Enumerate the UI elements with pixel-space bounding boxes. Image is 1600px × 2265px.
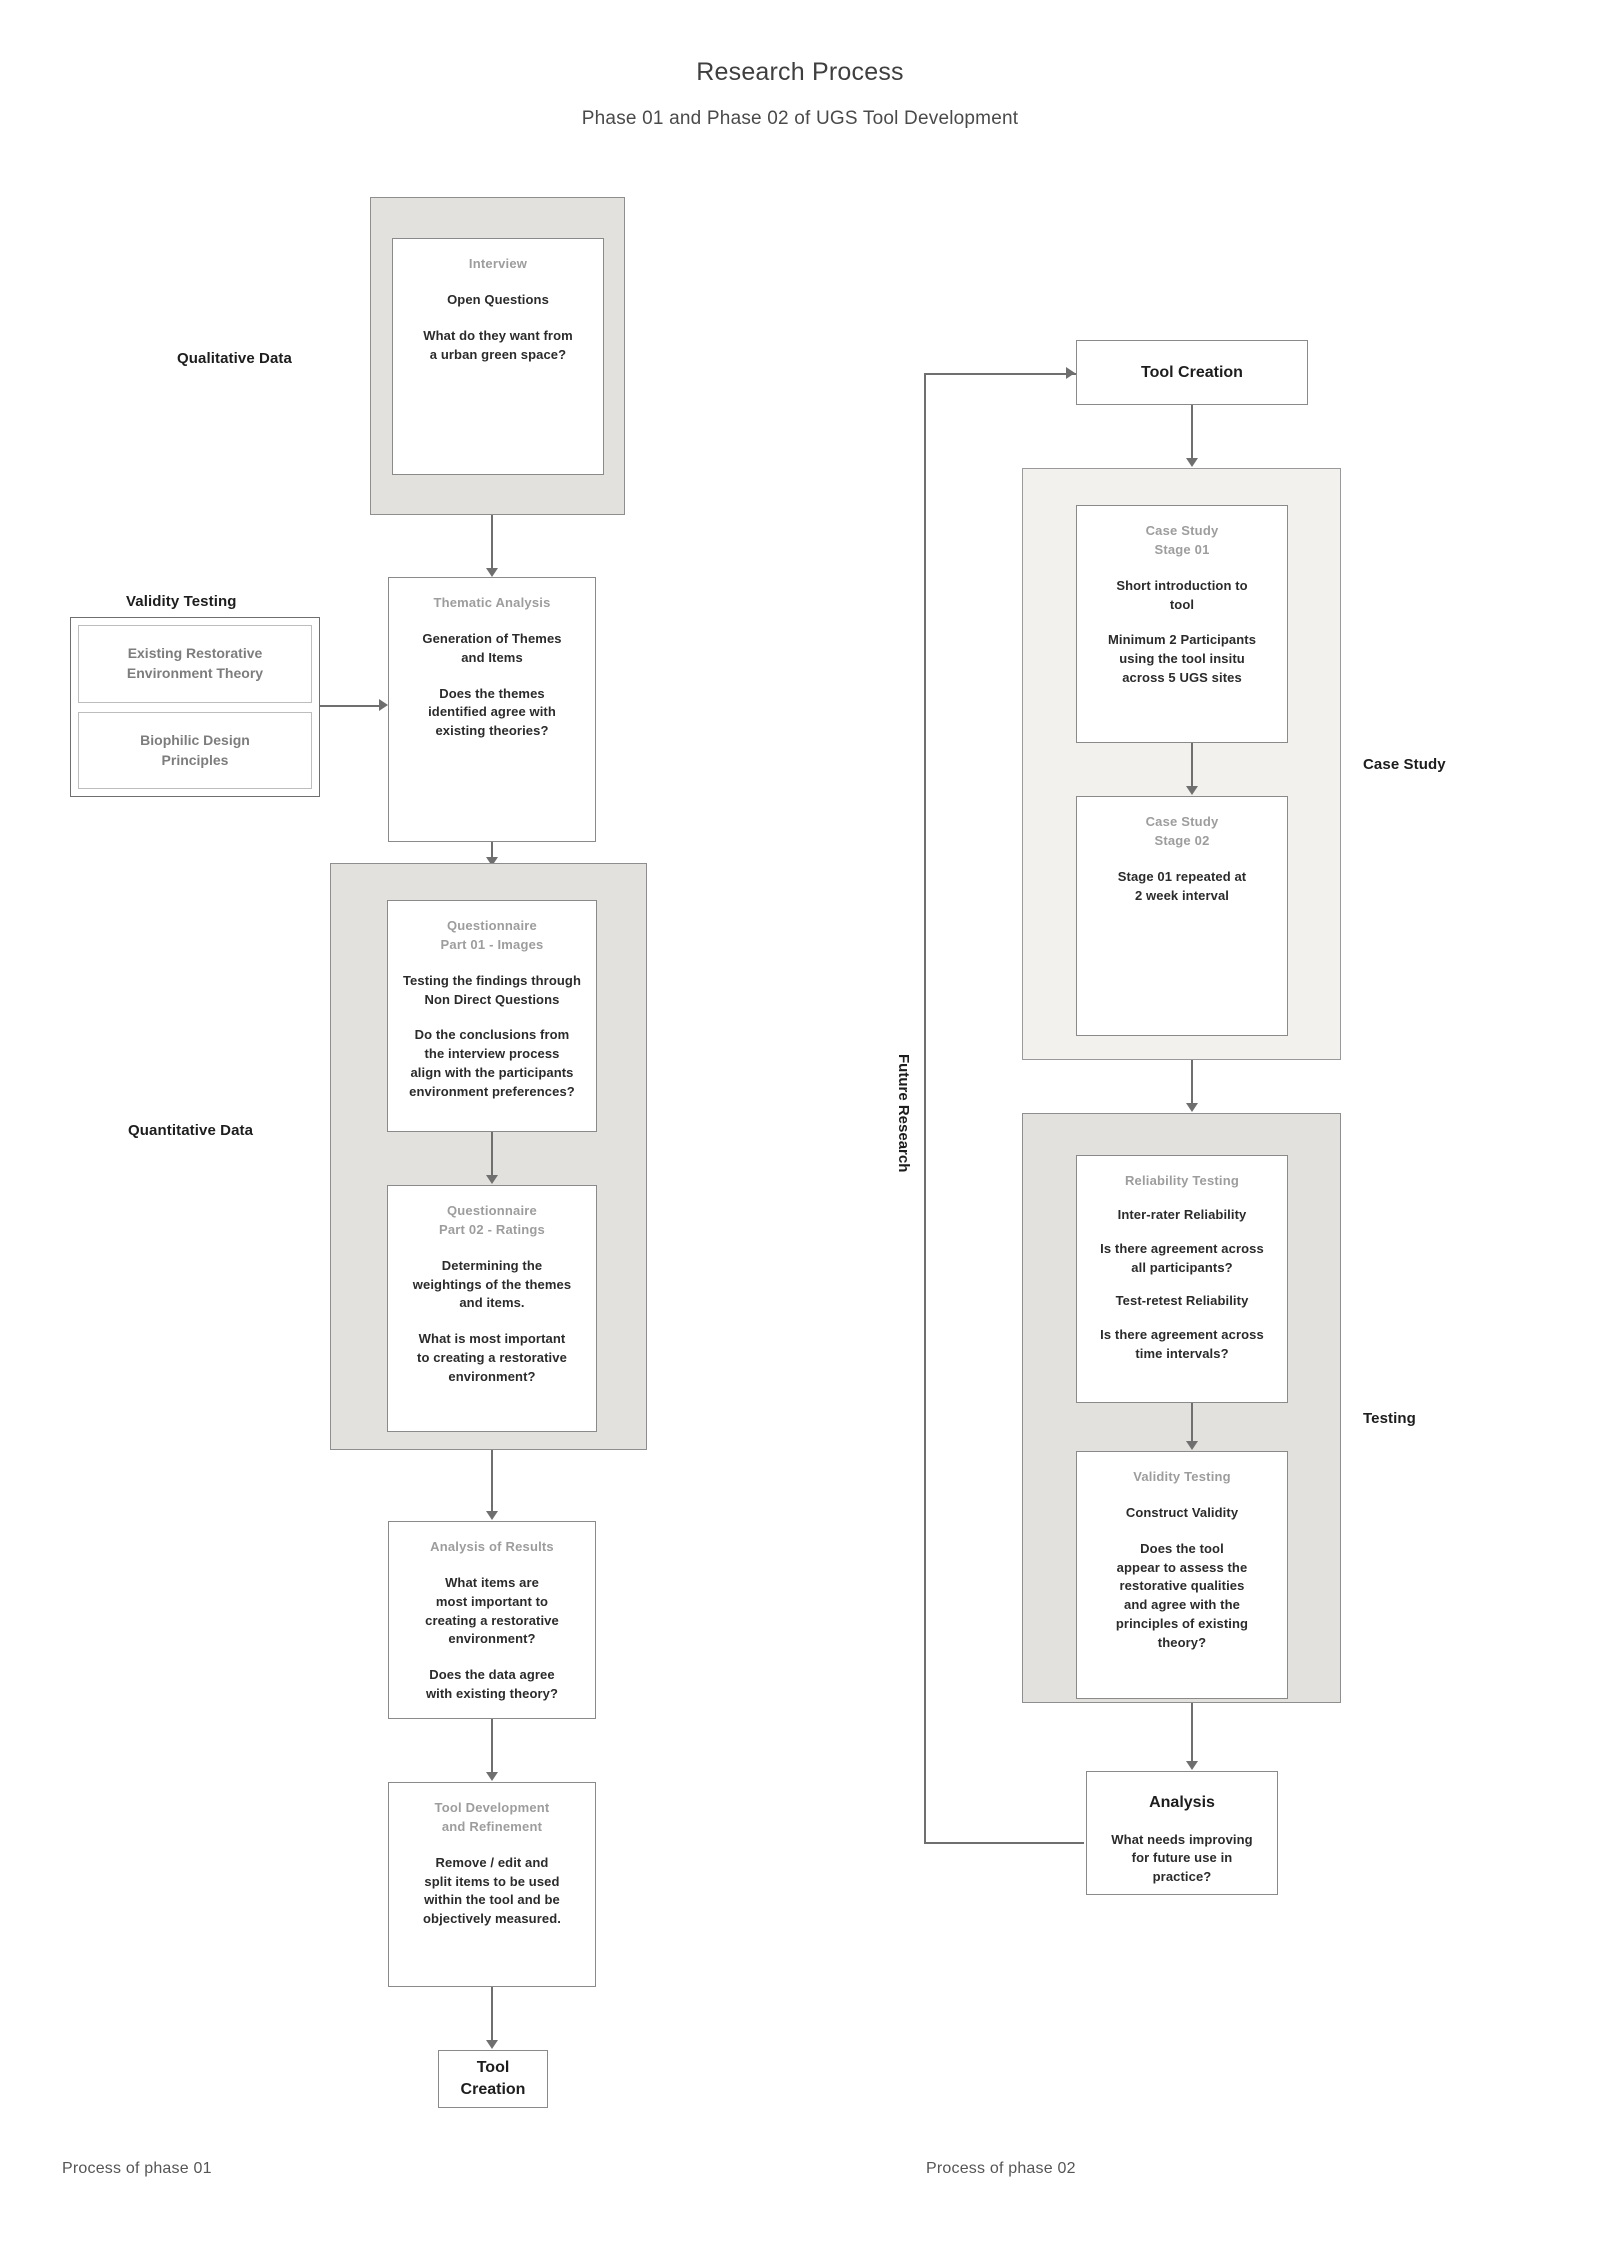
node-q2-line1: Determining the weightings of the themes… — [412, 1257, 572, 1311]
node-reliability-header: Reliability Testing — [1124, 1173, 1240, 1188]
node-aor-line1: What items are most important to creatin… — [425, 1574, 559, 1647]
node-q1-line2: Do the conclusions from the interview pr… — [409, 1027, 575, 1099]
node-tool-creation-phase02-label: Tool Creation — [1141, 363, 1243, 381]
node-cs2-line1: Stage 01 repeated at 2 week interval — [1117, 868, 1247, 903]
label-future-research: Future Research — [895, 1054, 912, 1173]
node-q1-line1: Testing the findings through Non Direct … — [402, 972, 582, 1007]
node-cs1-line1: Short introduction to tool — [1116, 577, 1248, 612]
label-validity-testing: Validity Testing — [126, 593, 237, 610]
node-tool-development[interactable]: Tool Development and Refinement Remove /… — [388, 1782, 596, 1987]
arrowhead-reliability-validity — [1186, 1441, 1198, 1450]
node-tooldev-header: Tool Development and Refinement — [434, 1800, 550, 1834]
arrowhead-analysis-tooldev — [486, 1772, 498, 1781]
node-analysis-header: Analysis — [1149, 1794, 1215, 1811]
connector-cs1-cs2 — [1191, 743, 1193, 788]
loop-left-segment — [924, 373, 926, 1843]
connector-toolcreation-casestudy — [1191, 405, 1193, 460]
node-tooldev-line1: Remove / edit and split items to be used… — [423, 1854, 561, 1927]
connector-casestudy-testing — [1191, 1060, 1193, 1105]
page-subtitle: Phase 01 and Phase 02 of UGS Tool Develo… — [581, 108, 1019, 129]
label-qualitative-data: Qualitative Data — [177, 350, 292, 367]
connector-interview-thematic — [491, 515, 493, 570]
node-aor-line2: Does the data agree with existing theory… — [425, 1667, 559, 1702]
arrowhead-interview-thematic — [486, 568, 498, 577]
label-case-study: Case Study — [1363, 756, 1446, 773]
node-reliability-line2: Is there agreement across all participan… — [1100, 1240, 1264, 1275]
connector-q1-q2 — [491, 1132, 493, 1177]
connector-reliability-validity — [1191, 1403, 1193, 1443]
caption-phase02: Process of phase 02 — [926, 2160, 1076, 2177]
node-q1-header: Questionnaire Part 01 - Images — [440, 918, 544, 952]
connector-thematic-quant — [491, 842, 493, 860]
node-interview[interactable]: Interview Open Questions What do they wa… — [392, 238, 604, 475]
group-validity-sources: Existing Restorative Environment Theory … — [70, 617, 320, 797]
node-validity-line2: Does the tool appear to assess the resto… — [1115, 1540, 1249, 1650]
arrowhead-q1-q2 — [486, 1175, 498, 1184]
page-title: Research Process — [696, 58, 904, 86]
node-validity-header: Validity Testing — [1133, 1469, 1231, 1484]
arrowhead-loop-toolcreation — [1066, 367, 1075, 379]
node-aor-header: Analysis of Results — [430, 1539, 554, 1554]
node-interview-line1: Open Questions — [447, 291, 549, 307]
arrowhead-testing-analysis — [1186, 1761, 1198, 1770]
node-validity-testing-phase02[interactable]: Validity Testing Construct Validity Does… — [1076, 1451, 1288, 1699]
arrowhead-toolcreation-casestudy — [1186, 458, 1198, 467]
node-q2-header: Questionnaire Part 02 - Ratings — [439, 1203, 545, 1237]
arrowhead-quant-analysis — [486, 1511, 498, 1520]
validity-source-theory[interactable]: Existing Restorative Environment Theory — [78, 625, 312, 703]
connector-quant-analysis — [491, 1450, 493, 1513]
node-questionnaire-part02[interactable]: Questionnaire Part 02 - Ratings Determin… — [387, 1185, 597, 1432]
loop-top-segment — [924, 373, 1076, 375]
loop-bottom-segment — [924, 1842, 1084, 1844]
arrowhead-validity-thematic — [379, 699, 388, 711]
connector-tooldev-toolcreation — [491, 1987, 493, 2042]
node-analysis-line1: What needs improving for future use in p… — [1111, 1831, 1253, 1885]
label-testing: Testing — [1363, 1410, 1416, 1427]
validity-source-biophilic[interactable]: Biophilic Design Principles — [78, 712, 312, 789]
node-cs2-header: Case Study Stage 02 — [1145, 814, 1219, 848]
connector-validity-thematic — [320, 705, 380, 707]
node-reliability-testing[interactable]: Reliability Testing Inter-rater Reliabil… — [1076, 1155, 1288, 1403]
node-questionnaire-part01[interactable]: Questionnaire Part 01 - Images Testing t… — [387, 900, 597, 1132]
node-reliability-line4: Is there agreement across time intervals… — [1100, 1327, 1264, 1362]
node-analysis-phase02[interactable]: Analysis What needs improving for future… — [1086, 1771, 1278, 1895]
node-interview-header: Interview — [468, 256, 528, 271]
node-tool-creation-phase01-label: Tool Creation — [460, 2059, 526, 2098]
node-reliability-line3: Test-retest Reliability — [1115, 1293, 1249, 1309]
node-analysis-of-results[interactable]: Analysis of Results What items are most … — [388, 1521, 596, 1719]
node-tool-creation-phase02[interactable]: Tool Creation — [1076, 340, 1308, 405]
node-case-study-stage02[interactable]: Case Study Stage 02 Stage 01 repeated at… — [1076, 796, 1288, 1036]
node-interview-line2: What do they want from a urban green spa… — [423, 327, 573, 362]
node-case-study-stage01[interactable]: Case Study Stage 01 Short introduction t… — [1076, 505, 1288, 743]
node-validity-line1: Construct Validity — [1125, 1504, 1239, 1520]
arrowhead-cs1-cs2 — [1186, 786, 1198, 795]
node-reliability-line1: Inter-rater Reliability — [1117, 1206, 1247, 1222]
arrowhead-tooldev-toolcreation — [486, 2040, 498, 2049]
node-q2-line2: What is most important to creating a res… — [417, 1331, 567, 1384]
arrowhead-casestudy-testing — [1186, 1103, 1198, 1112]
node-thematic-analysis[interactable]: Thematic Analysis Generation of Themes a… — [388, 577, 596, 842]
caption-phase01: Process of phase 01 — [62, 2160, 212, 2177]
node-thematic-header: Thematic Analysis — [433, 595, 551, 610]
label-quantitative-data: Quantitative Data — [128, 1122, 254, 1139]
node-thematic-line1: Generation of Themes and Items — [422, 630, 562, 665]
node-thematic-line2: Does the themes identified agree with ex… — [428, 685, 556, 739]
node-tool-creation-phase01[interactable]: Tool Creation — [438, 2050, 548, 2108]
node-cs1-header: Case Study Stage 01 — [1145, 523, 1219, 557]
connector-analysis-tooldev — [491, 1719, 493, 1774]
connector-testing-analysis — [1191, 1703, 1193, 1763]
arrowhead-thematic-quant — [486, 857, 498, 866]
node-cs1-line2: Minimum 2 Participants using the tool in… — [1107, 632, 1257, 686]
